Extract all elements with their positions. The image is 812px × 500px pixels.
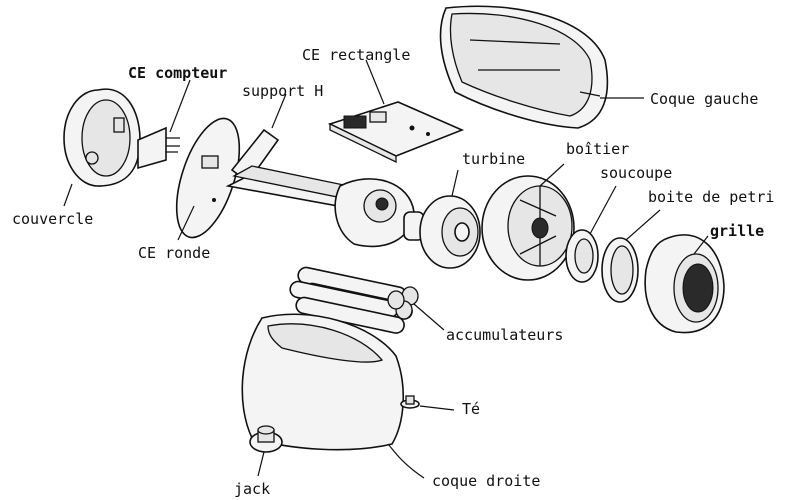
label-coque-droite: coque droite	[432, 472, 540, 490]
coque-droite-part	[241, 313, 405, 451]
couvercle-part	[63, 88, 141, 187]
leader-support-h	[271, 93, 287, 129]
leader-te	[419, 405, 455, 411]
leader-ce-ronde	[177, 205, 195, 241]
leader-turbine	[451, 169, 459, 197]
label-boitier: boîtier	[566, 140, 629, 158]
label-turbine: turbine	[462, 150, 525, 168]
soucoupe-part	[565, 229, 599, 283]
turbine-part	[403, 195, 481, 269]
leader-boite-de-petri	[625, 209, 661, 241]
coque-gauche-part	[439, 5, 609, 129]
leader-couvercle	[63, 183, 73, 207]
leader-ce-rectangle	[365, 59, 385, 105]
leader-grille	[693, 235, 709, 255]
ce-compteur-part	[137, 126, 180, 170]
leader-ce-compteur	[169, 79, 191, 133]
label-boite-de-petri: boite de petri	[648, 188, 774, 206]
label-coque-gauche: Coque gauche	[650, 90, 758, 108]
boite-de-petri-part	[601, 237, 639, 303]
label-couvercle: couvercle	[12, 210, 93, 228]
boitier-part	[481, 175, 575, 281]
ce-rectangle-part	[327, 101, 465, 164]
leader-accumulateurs	[413, 303, 445, 331]
leader-boitier	[539, 163, 565, 187]
label-te: Té	[462, 400, 480, 418]
accumulateurs-part	[289, 266, 419, 334]
label-ce-rectangle: CE rectangle	[302, 46, 410, 64]
label-grille: grille	[710, 222, 764, 240]
label-accumulateurs: accumulateurs	[446, 326, 563, 344]
leader-coque-droite	[387, 443, 425, 479]
ce-ronde-part	[175, 117, 241, 239]
label-support-h: support H	[242, 82, 323, 100]
label-ce-ronde: CE ronde	[138, 244, 210, 262]
grille-part	[644, 234, 725, 334]
jack-part	[249, 425, 283, 453]
support-h-part	[225, 128, 415, 248]
te-part	[400, 395, 420, 409]
label-jack: jack	[234, 480, 270, 498]
leader-jack	[257, 451, 265, 477]
label-soucoupe: soucoupe	[600, 164, 672, 182]
leader-soucoupe	[589, 185, 617, 235]
label-ce-compteur: CE compteur	[128, 64, 227, 82]
